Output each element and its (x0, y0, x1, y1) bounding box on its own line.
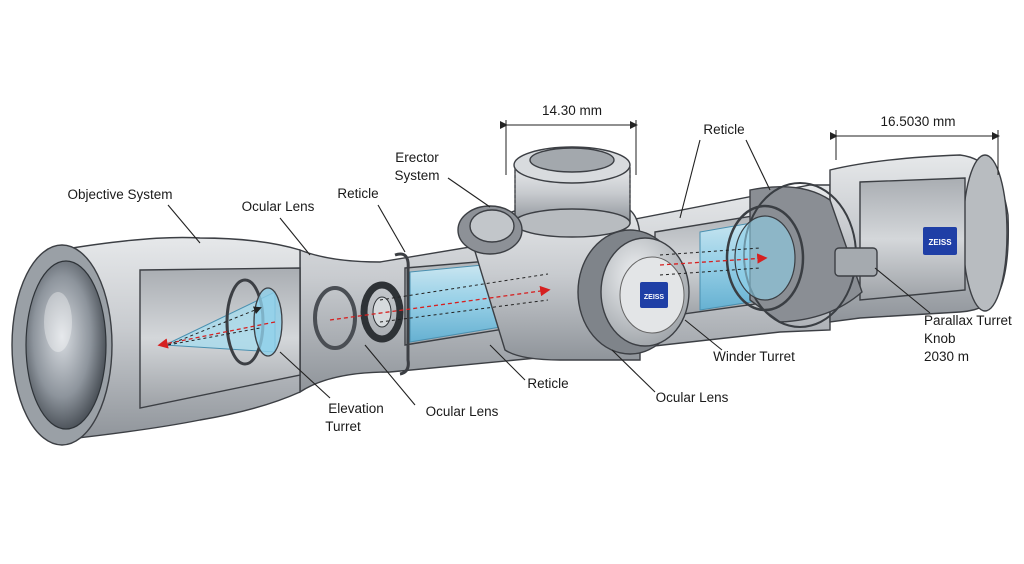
svg-text:Reticle: Reticle (703, 122, 744, 137)
brand-logo-side-turret: ZEISS (640, 282, 668, 308)
power-ring (725, 182, 863, 328)
objective-inner-lens-2 (253, 287, 283, 357)
ring-2 (360, 281, 404, 343)
svg-text:Winder Turret: Winder Turret (713, 349, 795, 364)
brand-logo-eyepiece: ZEISS (923, 227, 957, 255)
svg-text:2030 m: 2030 m (924, 349, 969, 364)
svg-text:Ocular Lens: Ocular Lens (656, 390, 729, 405)
svg-text:Reticle: Reticle (337, 186, 378, 201)
svg-text:ZEISS: ZEISS (928, 238, 952, 247)
label-winder-turret: Winder Turret (684, 319, 795, 364)
svg-text:Parallax Turret: Parallax Turret (924, 313, 1012, 328)
eyepiece-rim (962, 154, 1008, 312)
label-ocular-lens-bottom-right: Ocular Lens (611, 349, 729, 405)
svg-text:Reticle: Reticle (527, 376, 568, 391)
svg-text:Objective System: Objective System (67, 187, 172, 202)
saddle-left-ring (457, 205, 523, 255)
dimension-label-top-center: 14.30 mm (542, 103, 602, 118)
svg-text:Erector: Erector (395, 150, 439, 165)
top-turret (513, 146, 631, 238)
svg-text:Elevation: Elevation (328, 401, 384, 416)
label-erector-system: Erector System (394, 150, 491, 208)
ring-2-inner (372, 296, 392, 328)
label-ocular-lens-top: Ocular Lens (242, 199, 315, 256)
optical-rays (157, 247, 768, 349)
dimension-label-top-right: 16.5030 mm (880, 114, 955, 129)
label-objective-system: Objective System (67, 187, 201, 244)
label-parallax-turret: Parallax Turret Knob 2030 m (874, 267, 1012, 364)
dimension-top-center: 14.30 mm (500, 103, 638, 175)
label-reticle-top-right: Reticle (679, 122, 771, 219)
dimension-top-right: 16.5030 mm (830, 114, 1000, 175)
svg-text:ZEISS: ZEISS (644, 294, 665, 301)
parallax-knob-body (834, 247, 878, 277)
label-elevation-turret: Elevation Turret (279, 351, 384, 434)
svg-text:Ocular Lens: Ocular Lens (242, 199, 315, 214)
label-reticle-top-left: Reticle (337, 186, 406, 253)
svg-text:Knob: Knob (924, 331, 956, 346)
objective-lens-highlight (44, 292, 72, 352)
label-ocular-lens-bottom: Ocular Lens (364, 344, 499, 419)
label-reticle-bottom: Reticle (489, 344, 569, 391)
objective-front-lens (25, 260, 107, 430)
svg-text:Ocular Lens: Ocular Lens (426, 404, 499, 419)
ring-1 (313, 286, 357, 350)
reticle-clip (394, 252, 410, 376)
svg-text:System: System (394, 168, 439, 183)
svg-text:Turret: Turret (325, 419, 361, 434)
scope-body (11, 146, 1009, 446)
